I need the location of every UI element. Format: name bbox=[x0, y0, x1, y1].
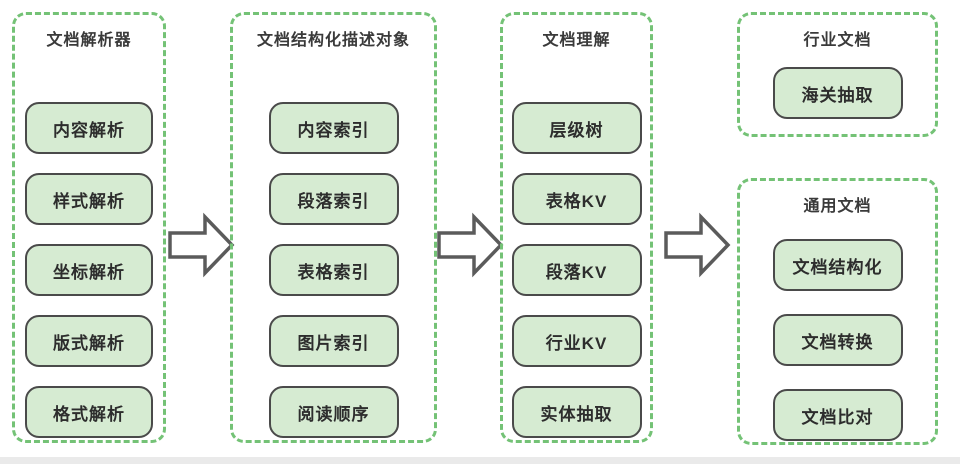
node-document-conversion: 文档转换 bbox=[772, 314, 903, 366]
bottom-strip bbox=[0, 457, 960, 464]
group-structured-description-object: 文档结构化描述对象 内容索引 段落索引 表格索引 图片索引 阅读顺序 bbox=[230, 12, 437, 443]
node-reading-order: 阅读顺序 bbox=[268, 386, 399, 438]
node-list: 海关抽取 bbox=[772, 67, 903, 119]
node-entity-extraction: 实体抽取 bbox=[511, 386, 642, 438]
node-list: 层级树 表格KV 段落KV 行业KV 实体抽取 bbox=[511, 102, 642, 438]
node-list: 内容解析 样式解析 坐标解析 版式解析 格式解析 bbox=[25, 102, 153, 438]
node-table-index: 表格索引 bbox=[268, 244, 399, 296]
node-list: 内容索引 段落索引 表格索引 图片索引 阅读顺序 bbox=[268, 102, 399, 438]
node-content-index: 内容索引 bbox=[268, 102, 399, 154]
node-image-index: 图片索引 bbox=[268, 315, 399, 367]
node-coordinate-parsing: 坐标解析 bbox=[25, 244, 153, 296]
arrow-right-icon bbox=[168, 212, 235, 278]
group-title: 通用文档 bbox=[803, 198, 872, 215]
node-table-kv: 表格KV bbox=[511, 173, 642, 225]
node-hierarchy-tree: 层级树 bbox=[511, 102, 642, 154]
node-content-parsing: 内容解析 bbox=[25, 102, 153, 154]
node-customs-extraction: 海关抽取 bbox=[772, 67, 903, 119]
arrow-right-icon bbox=[664, 212, 731, 278]
group-title: 文档结构化描述对象 bbox=[256, 32, 410, 49]
node-paragraph-index: 段落索引 bbox=[268, 173, 399, 225]
arrow-right-icon bbox=[437, 212, 504, 278]
node-industry-kv: 行业KV bbox=[511, 315, 642, 367]
node-layout-parsing: 版式解析 bbox=[25, 315, 153, 367]
node-style-parsing: 样式解析 bbox=[25, 173, 153, 225]
node-document-structuring: 文档结构化 bbox=[772, 239, 903, 291]
node-paragraph-kv: 段落KV bbox=[511, 244, 642, 296]
group-title: 文档解析器 bbox=[46, 32, 132, 49]
node-document-comparison: 文档比对 bbox=[772, 389, 903, 441]
group-industry-documents: 行业文档 海关抽取 bbox=[737, 12, 938, 137]
group-title: 行业文档 bbox=[803, 32, 872, 49]
group-title: 文档理解 bbox=[542, 32, 611, 49]
node-format-parsing: 格式解析 bbox=[25, 386, 153, 438]
group-document-understanding: 文档理解 层级树 表格KV 段落KV 行业KV 实体抽取 bbox=[500, 12, 653, 443]
group-document-parser: 文档解析器 内容解析 样式解析 坐标解析 版式解析 格式解析 bbox=[12, 12, 166, 443]
node-list: 文档结构化 文档转换 文档比对 bbox=[772, 239, 903, 441]
group-general-documents: 通用文档 文档结构化 文档转换 文档比对 bbox=[737, 178, 938, 445]
